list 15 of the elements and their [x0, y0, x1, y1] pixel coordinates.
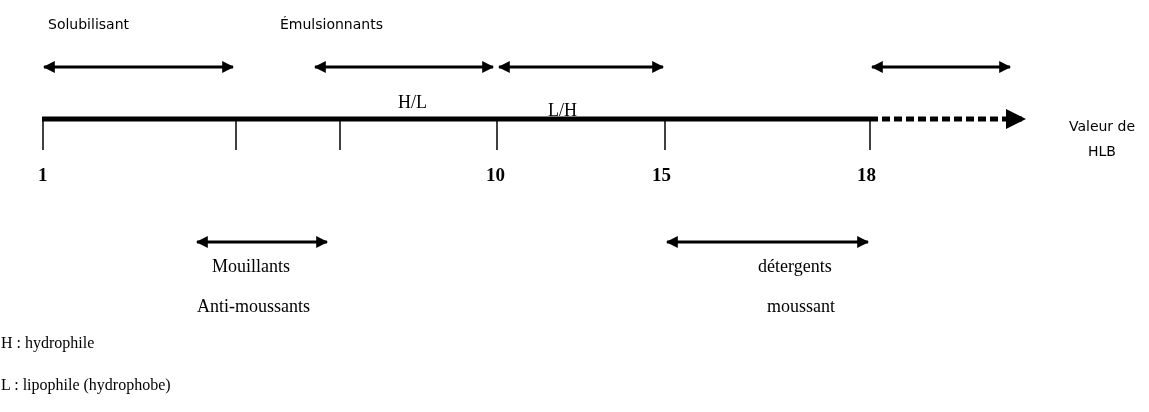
tick-label: 15	[652, 164, 671, 186]
axis-title: Valeur de HLB	[1067, 117, 1137, 162]
tick-label: 18	[857, 164, 876, 186]
range-label: Solubilisant	[48, 16, 129, 33]
legend-note: H : hydrophile	[1, 334, 95, 353]
range-label: Mouillants	[212, 256, 290, 277]
range-label: moussant	[767, 296, 835, 317]
tick-label: 10	[486, 164, 505, 186]
tick-label: 1	[38, 164, 48, 186]
emulsion-type-label: L/H	[548, 100, 577, 121]
legend-note: L : lipophile (hydrophobe)	[1, 376, 171, 395]
emulsion-type-label: H/L	[398, 92, 427, 113]
range-label: Émulsionnants	[280, 16, 383, 33]
range-label: détergents	[758, 256, 832, 277]
range-label: Anti-moussants	[197, 296, 310, 317]
